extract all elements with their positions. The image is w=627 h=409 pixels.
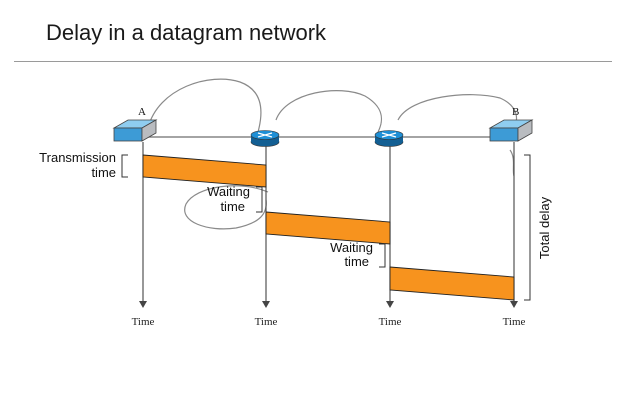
packet-transmission-router-2 xyxy=(389,266,515,301)
transmission-time-label-line2: time xyxy=(91,165,116,180)
router-1-icon xyxy=(250,130,280,147)
title-divider xyxy=(14,61,612,62)
waiting-time-2-bracket xyxy=(379,243,386,268)
waiting-time-1-label-line1: Waiting xyxy=(207,184,250,199)
time-label-a: Time xyxy=(132,316,155,328)
packet-transmission-a xyxy=(142,154,267,188)
waiting-time-1-label-line2: time xyxy=(220,199,245,214)
hand-drawn-curve xyxy=(147,78,262,133)
slide-title: Delay in a datagram network xyxy=(46,20,327,45)
hand-drawn-circle xyxy=(184,185,269,230)
hand-drawn-tick xyxy=(509,149,515,177)
time-label-router-1: Time xyxy=(255,316,278,328)
host-b-icon xyxy=(488,119,534,142)
transmission-time-bracket xyxy=(121,154,128,178)
time-label-b: Time xyxy=(503,316,526,328)
packet-transmission-router-1 xyxy=(265,211,391,245)
node-a-label: A xyxy=(138,106,146,118)
total-delay-label: Total delay xyxy=(537,196,552,259)
node-b-label: B xyxy=(512,106,519,118)
hand-drawn-annotations xyxy=(147,78,518,230)
transmission-time-label-line1: Transmission xyxy=(39,150,116,165)
waiting-time-2-label-line2: time xyxy=(344,254,369,269)
waiting-time-1-bracket xyxy=(256,186,263,213)
router-2-icon xyxy=(374,130,404,147)
time-label-router-2: Time xyxy=(379,316,402,328)
hand-drawn-curve xyxy=(397,94,518,131)
total-delay-bracket xyxy=(524,154,531,301)
waiting-time-2-label-line1: Waiting xyxy=(330,240,373,255)
hand-drawn-curve xyxy=(275,90,383,133)
host-a-icon xyxy=(112,119,158,142)
